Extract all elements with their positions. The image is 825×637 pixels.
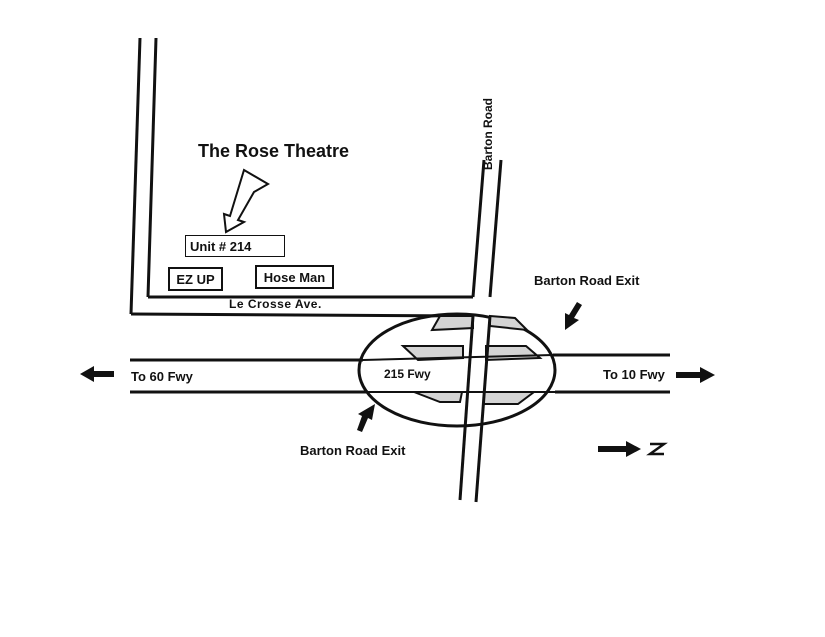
le-crosse-label: Le Crosse Ave. xyxy=(229,297,322,311)
arrow-east-icon xyxy=(676,367,715,383)
exit-arrow-south-icon xyxy=(357,404,375,432)
neighbor-hose-man-label: Hose Man xyxy=(263,269,326,285)
vertical-street-outer-line xyxy=(129,37,142,315)
ramp-fill-northeast xyxy=(485,345,543,362)
neighbor-hose-man-box: Hose Man xyxy=(255,265,334,289)
interchange-outer-ramp xyxy=(357,312,557,428)
le-crosse-bottom-line xyxy=(130,312,474,318)
barton-road-west-line-north xyxy=(471,159,486,298)
compass-arrow-icon xyxy=(598,441,641,457)
direction-east-label: To 10 Fwy xyxy=(603,367,665,382)
exit-label-south: Barton Road Exit xyxy=(300,443,406,458)
ramp-fill-southwest xyxy=(413,391,464,403)
freeway-north-line-center xyxy=(362,354,554,361)
ramp-fill-le-crosse xyxy=(430,315,474,332)
direction-west-label: To 60 Fwy xyxy=(131,369,193,384)
exit-label-north: Barton Road Exit xyxy=(534,273,640,288)
freeway-label: 215 Fwy xyxy=(384,367,431,381)
ramp-fill-southeast xyxy=(483,391,537,405)
barton-road-east-line-south xyxy=(474,315,492,503)
barton-road-west-line-south xyxy=(458,315,475,501)
location-pointer-icon xyxy=(222,168,270,234)
map-title: The Rose Theatre xyxy=(198,141,350,161)
neighbor-ez-up-box: EZ UP xyxy=(168,267,223,291)
compass-n-glyph xyxy=(646,442,668,456)
vertical-street-inner-line xyxy=(146,37,158,298)
neighbor-ez-up-label: EZ UP xyxy=(176,271,215,287)
exit-arrow-north-icon xyxy=(565,302,582,330)
unit-label: Unit # 214 xyxy=(190,238,252,254)
arrow-west-icon xyxy=(80,366,114,382)
ramp-fill-north xyxy=(489,314,530,332)
unit-box: Unit # 214 xyxy=(185,235,285,257)
barton-road-east-line-north xyxy=(488,159,503,298)
barton-road-label: Barton Road xyxy=(481,98,495,170)
